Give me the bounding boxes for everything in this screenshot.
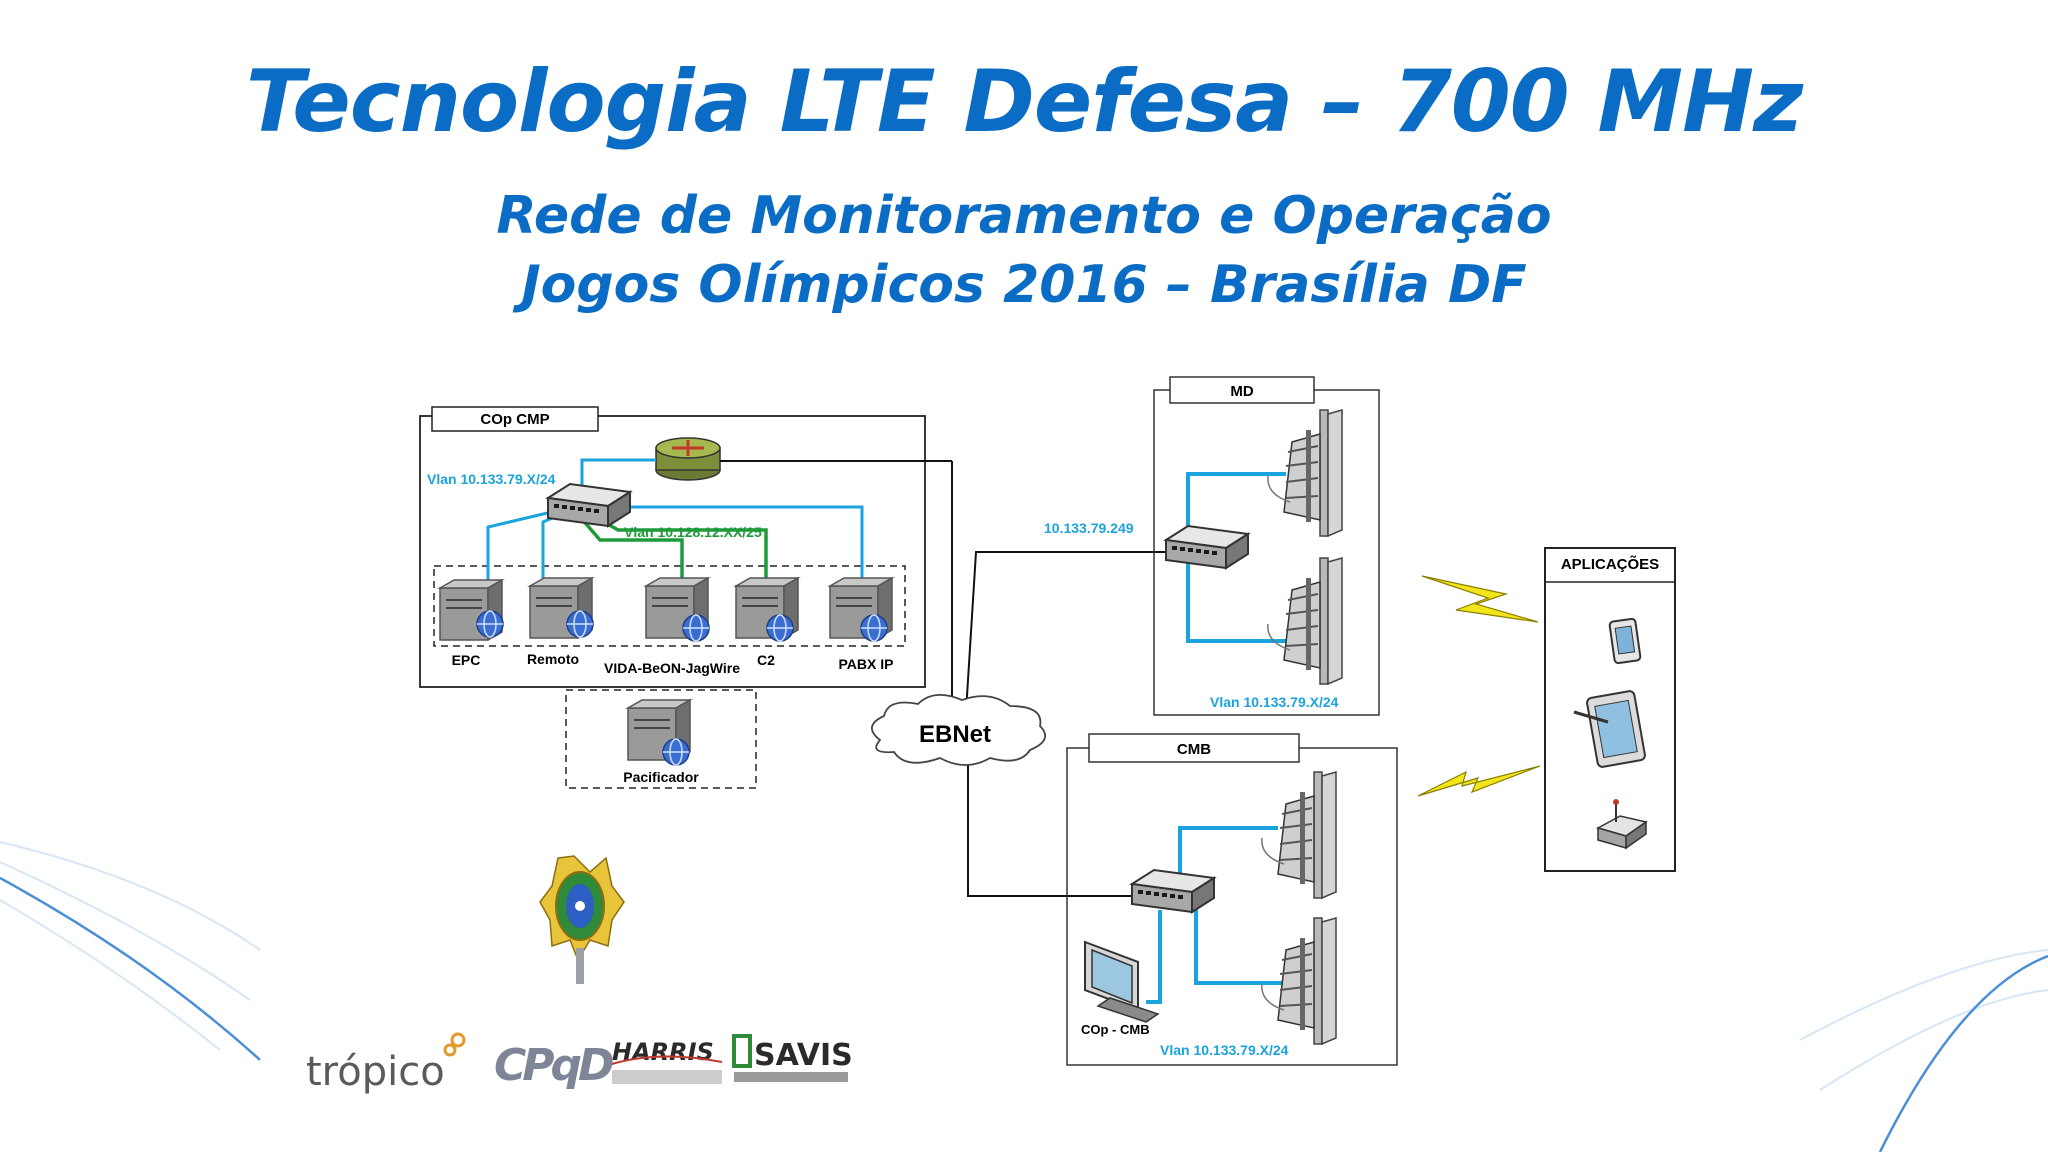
- md-block: MD 10.133.79.249 Vlan 10.133.79.X/24: [1044, 376, 1380, 716]
- army-emblem-logo: [539, 855, 625, 984]
- c2-globe-icon: [766, 614, 794, 642]
- cpqd-text: CPqD: [494, 1040, 613, 1091]
- cop-cmp-block: COp CMP Vlan 10.133.79.X/24 Vlan 10.128.…: [419, 406, 952, 688]
- tropico-text: trópico: [306, 1049, 445, 1095]
- md-label: MD: [1230, 383, 1253, 400]
- aplicacoes-label: APLICAÇÕES: [1561, 555, 1659, 573]
- md-ip-label: 10.133.79.249: [1044, 520, 1134, 536]
- cpqd-logo: CPqD: [494, 1040, 617, 1091]
- remoto-user-icon: [566, 610, 594, 638]
- server-label-remoto: Remoto: [527, 651, 579, 667]
- cmp-switch-icon: [547, 483, 631, 527]
- cmb-antenna-1-icon: [1260, 771, 1337, 899]
- cmb-label: CMB: [1177, 741, 1211, 758]
- harris-text: HARRIS: [612, 1038, 714, 1066]
- md-antenna-2-icon: [1266, 557, 1343, 685]
- wireless-bolt-icon: [1417, 765, 1541, 797]
- savis-logo: SAVIS: [732, 1034, 853, 1082]
- cmb-block: CMB COp - CMB Vlan 10.133.79.X/24: [1066, 733, 1398, 1066]
- cmp-vlan-green: Vlan 10.128.12.XX/25: [624, 524, 762, 540]
- subtitle-line-1: Rede de Monitoramento e Operação: [496, 186, 1552, 246]
- server-label-pabx: PABX IP: [839, 656, 894, 672]
- pacificador-block: Pacificador: [565, 689, 757, 789]
- cmp-vlan-blue: Vlan 10.133.79.X/24: [427, 471, 556, 487]
- decorative-swoosh: [0, 876, 261, 1061]
- decorative-swoosh: [0, 841, 2048, 1091]
- savis-text: SAVIS: [754, 1038, 853, 1073]
- router-icon: [655, 437, 721, 481]
- harris-logo: HARRIS: [611, 1038, 723, 1084]
- md-switch-icon: [1165, 525, 1249, 569]
- pacificador-label: Pacificador: [623, 769, 699, 785]
- epc-user-icon: [476, 610, 504, 638]
- decorative-swoosh: [1878, 954, 2048, 1152]
- server-label-c2: C2: [757, 652, 775, 668]
- page-title: Tecnologia LTE Defesa – 700 MHz: [245, 52, 1803, 152]
- server-label-epc: EPC: [452, 652, 481, 668]
- monitor-icon: [1084, 940, 1160, 1023]
- server-label-vida: VIDA-BeON-JagWire: [604, 660, 740, 676]
- subtitle-line-2: Jogos Olímpicos 2016 – Brasília DF: [521, 255, 1527, 315]
- pabx-globe-icon: [860, 614, 888, 642]
- tropico-logo: trópico: [306, 1032, 466, 1095]
- tablet-icon: [1573, 690, 1646, 768]
- cmb-switch-icon: [1131, 869, 1215, 913]
- ebnet-label: EBNet: [919, 721, 991, 748]
- cmb-terminal-label: COp - CMB: [1081, 1022, 1150, 1037]
- ebnet-cloud: EBNet: [871, 694, 1047, 766]
- wireless-bolt-icon: [1421, 575, 1539, 623]
- aplicacoes-block: APLICAÇÕES: [1544, 547, 1676, 872]
- cop-cmp-label: COp CMP: [480, 411, 549, 428]
- vida-globe-icon: [682, 614, 710, 642]
- modem-icon: [1596, 799, 1648, 850]
- cmb-vlan-label: Vlan 10.133.79.X/24: [1160, 1042, 1289, 1058]
- pacificador-globe-icon: [662, 738, 690, 766]
- md-vlan-label: Vlan 10.133.79.X/24: [1210, 694, 1339, 710]
- smartphone-icon: [1608, 617, 1642, 665]
